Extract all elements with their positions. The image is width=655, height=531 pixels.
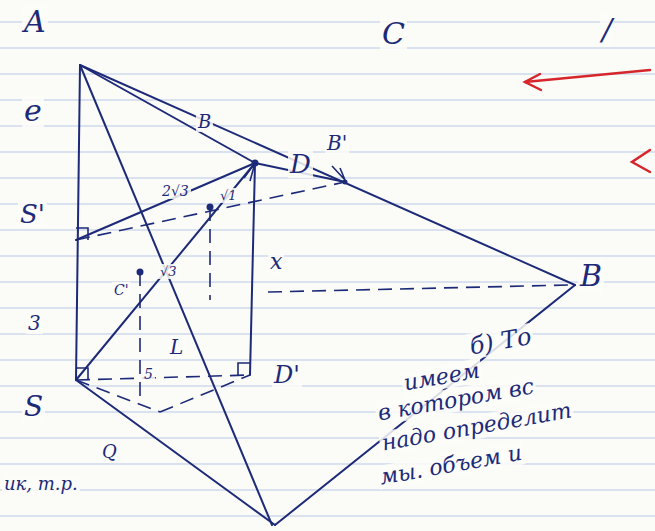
edge-ab [80,65,575,285]
sketch-label: D [288,150,313,178]
dashed-qd [160,375,250,412]
edge-bp [275,285,575,525]
sketch-label: S' [18,200,47,228]
right-angle [238,363,250,375]
edge-as [76,65,80,380]
dashed-mid [268,285,570,292]
sketch-label: 3 [26,312,43,334]
dashed-sd [76,375,250,380]
sketch-label: ик, т.р. [2,474,80,494]
sketch-label: D' [272,362,302,388]
sketch-label: B' [325,132,349,154]
sketch-label: √1 [218,188,239,203]
dashed-sq [76,380,160,412]
sketch-label: б) То [466,323,536,360]
red-mark [632,150,650,172]
edge-sp [76,380,275,525]
height-x [250,163,255,375]
sketch-label: x [268,250,284,274]
line-sd2 [76,163,255,380]
red-arrowhead [525,74,541,90]
sketch-label: B [196,112,213,132]
arrow-tip [332,166,345,180]
right-angle [76,368,88,380]
dashed-b [209,207,211,300]
line-sd [76,163,255,240]
sketch-label: L [168,336,185,358]
red-arrow [525,70,650,82]
sketch-label: C [380,18,407,50]
right-angle [76,228,88,240]
sketch-label: A [22,6,48,38]
dashed-c [139,272,141,405]
sketch-label: √3 [158,264,179,279]
edge-ap [80,65,272,525]
sketch-label: e [22,95,44,127]
sketch-label: B [578,260,604,292]
sketch-label: 2√3 [160,183,191,199]
sketch-label: Q [100,442,119,462]
line-ad [80,65,255,163]
sketch-label: 5 [142,366,155,382]
arrow-tip [244,163,255,181]
sketch-label: / [600,14,614,46]
sketch-label: S [22,392,45,422]
sketch-label: C' [112,282,131,298]
